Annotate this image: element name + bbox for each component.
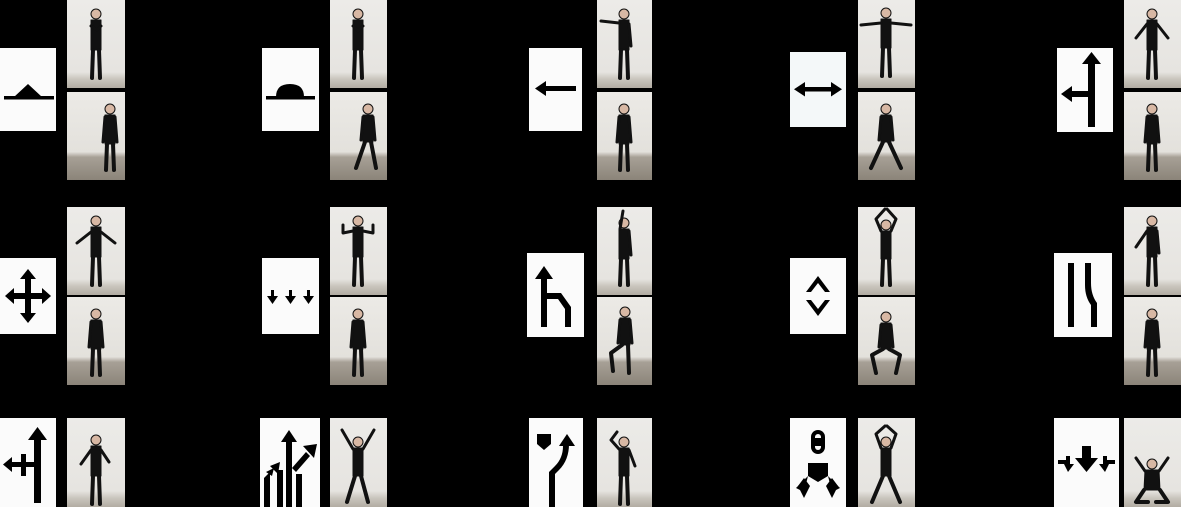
sign-card-down-arrow-inward-arrows xyxy=(1054,418,1119,507)
three-down-arrows-icon xyxy=(267,290,314,304)
large-hump-icon xyxy=(266,84,315,100)
capsule-fork-icon xyxy=(796,430,840,498)
left-turn-branch-icon xyxy=(1061,52,1101,127)
four-way-arrow-icon xyxy=(5,269,51,323)
curved-lanes-icon xyxy=(1068,263,1097,327)
pose-photo-r2c5-bottom xyxy=(1124,297,1181,385)
merge-curve-arrow-icon xyxy=(537,434,575,507)
sign-card-left-branch-up-arrow xyxy=(0,418,56,507)
sign-card-left-turn-branch xyxy=(1057,48,1113,132)
sign-card-small-hump xyxy=(0,48,56,131)
sign-card-three-down-arrows xyxy=(262,258,319,334)
left-branch-up-arrow-icon xyxy=(3,427,47,503)
pose-photo-r2c1-bottom xyxy=(67,297,125,385)
sign-card-up-arrow-offset-lane xyxy=(527,253,584,337)
sign-card-curved-lanes xyxy=(1054,253,1112,337)
pose-photo-r2c1-top xyxy=(67,207,125,295)
pose-photo-r1c3-bottom xyxy=(597,92,652,180)
pose-photo-r2c3-top xyxy=(597,207,652,295)
pose-photo-r2c2-bottom xyxy=(330,297,387,385)
pose-photo-r3c1 xyxy=(67,418,125,507)
small-hump-icon xyxy=(4,84,54,100)
pose-photo-r3c2 xyxy=(330,418,387,507)
pose-photo-r1c5-bottom xyxy=(1124,92,1181,180)
up-arrow-offset-lane-icon xyxy=(535,266,571,327)
double-arrow-icon xyxy=(794,82,842,97)
sign-card-multi-arrow-fork xyxy=(260,418,320,507)
multi-arrow-fork-icon xyxy=(264,430,317,507)
pose-photo-r2c5-top xyxy=(1124,207,1181,295)
diamond-chevrons-icon xyxy=(806,276,830,316)
pose-photo-r1c1-bottom xyxy=(67,92,125,180)
pose-photo-r1c1-top xyxy=(67,0,125,88)
sign-card-four-way-arrow xyxy=(0,258,56,334)
left-arrow-icon xyxy=(535,81,576,96)
sign-card-left-arrow xyxy=(529,48,582,131)
pose-photo-r2c4-top xyxy=(858,207,915,295)
pose-photo-r3c4 xyxy=(858,418,915,507)
sign-card-merge-curve-arrow xyxy=(529,418,583,507)
pose-photo-r3c3 xyxy=(597,418,652,507)
pose-photo-r1c5-top xyxy=(1124,0,1181,88)
pose-photo-r1c3-top xyxy=(597,0,652,88)
pose-photo-r2c4-bottom xyxy=(858,297,915,385)
sign-card-capsule-fork xyxy=(790,418,846,507)
sign-card-large-hump xyxy=(262,48,319,131)
pose-photo-r1c4-bottom xyxy=(858,92,915,180)
pose-photo-r1c2-top xyxy=(330,0,387,88)
pose-photo-r3c5 xyxy=(1124,418,1181,507)
down-arrow-inward-arrows-icon xyxy=(1058,446,1115,472)
pose-photo-r2c2-top xyxy=(330,207,387,295)
pose-photo-r1c2-bottom xyxy=(330,92,387,180)
sign-card-diamond-chevrons xyxy=(790,258,846,334)
pose-photo-r2c3-bottom xyxy=(597,297,652,385)
pose-photo-r1c4-top xyxy=(858,0,915,88)
sign-card-double-arrow xyxy=(790,52,846,127)
